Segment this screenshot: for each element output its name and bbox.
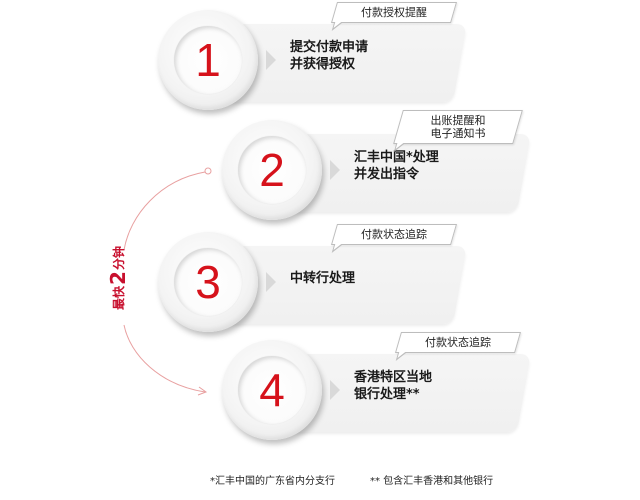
step-number-badge: 3 bbox=[158, 232, 258, 332]
footnote-2: ** 包含汇丰香港和其他银行 bbox=[370, 476, 494, 487]
fastest-suffix: 分钟 bbox=[111, 246, 126, 271]
step-number-badge: 2 bbox=[222, 120, 322, 220]
fastest-time-label: 最快 2 分钟 bbox=[78, 246, 158, 310]
step-description: 提交付款申请 并获得授权 bbox=[290, 40, 369, 72]
step-3: 3 中转行处理 付款状态追踪 bbox=[158, 224, 488, 334]
step-description: 汇丰中国*处理 并发出指令 bbox=[354, 150, 439, 182]
step-description: 香港特区当地 银行处理** bbox=[354, 370, 433, 402]
notification-bubble: 出账提醒和 电子通知书 bbox=[393, 110, 523, 152]
chevron-right-icon bbox=[266, 272, 276, 292]
step-number: 3 bbox=[195, 256, 221, 308]
step-description: 中转行处理 bbox=[290, 271, 356, 286]
notification-bubble: 付款授权提醒 bbox=[330, 2, 458, 31]
step-number-badge: 1 bbox=[158, 10, 258, 110]
step-2: 2 汇丰中国*处理 并发出指令 出账提醒和 电子通知书 bbox=[222, 110, 552, 222]
fastest-prefix: 最快 bbox=[111, 285, 126, 310]
step-number: 2 bbox=[259, 144, 285, 196]
step-number-badge: 4 bbox=[222, 340, 322, 440]
step-number: 4 bbox=[259, 364, 285, 416]
footnote-1: *汇丰中国的广东省内分支行 bbox=[210, 476, 335, 487]
chevron-right-icon bbox=[266, 50, 276, 70]
chevron-right-icon bbox=[330, 160, 340, 180]
notification-bubble: 付款状态追踪 bbox=[394, 332, 522, 361]
step-4: 4 香港特区当地 银行处理** 付款状态追踪 bbox=[222, 332, 552, 442]
step-1: 1 提交付款申请 并获得授权 付款授权提醒 bbox=[158, 2, 488, 112]
notification-bubble: 付款状态追踪 bbox=[330, 224, 458, 253]
fastest-number: 2 bbox=[106, 271, 130, 285]
chevron-right-icon bbox=[330, 380, 340, 400]
step-number: 1 bbox=[195, 34, 221, 86]
